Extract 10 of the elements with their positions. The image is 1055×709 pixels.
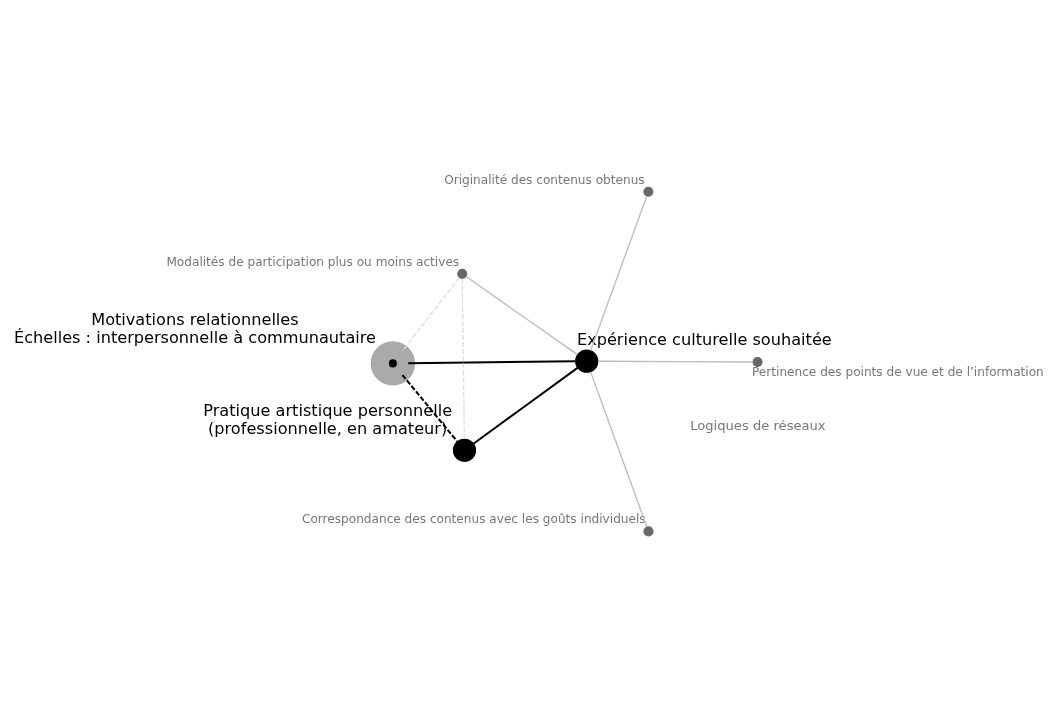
node-label: Modalités de participation plus ou moins actives bbox=[166, 254, 460, 269]
node-label: Expérience culturelle souhaitée bbox=[576, 329, 832, 349]
node-label: Pratique artistique personnelle bbox=[203, 400, 453, 420]
node-label: (professionnelle, en amateur) bbox=[208, 418, 448, 438]
node-label: Motivations relationnelles bbox=[91, 309, 299, 329]
node-label: Pertinence des points de vue et de l’information bbox=[752, 364, 1044, 379]
node-label: Échelles : interpersonnelle à communautaire bbox=[13, 327, 377, 347]
label: Logiques de réseaux bbox=[690, 417, 826, 433]
node-label: Correspondance des contenus avec les goûts individuels bbox=[301, 511, 646, 526]
node-label: Originalité des contenus obtenus bbox=[444, 172, 645, 187]
